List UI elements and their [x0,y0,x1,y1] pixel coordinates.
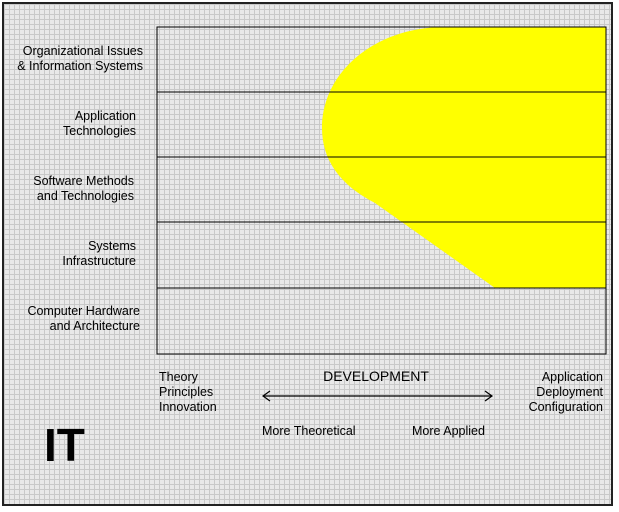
row-label-systems: Systems Infrastructure [62,239,136,268]
theory-end-labels: Theory Principles Innovation [159,370,217,414]
row-label-organizational: Organizational Issues & Information Syst… [17,44,143,73]
it-label: IT [44,419,85,471]
row-label-hardware: Computer Hardware and Architecture [27,304,140,333]
development-axis-title: DEVELOPMENT [323,368,429,384]
row-label-application: Application Technologies [63,109,136,138]
more-applied-label: More Applied [412,424,485,438]
layers-box [156,26,607,355]
more-theoretical-label: More Theoretical [262,424,356,438]
row-label-software: Software Methods and Technologies [33,174,134,203]
application-end-labels: Application Deployment Configuration [528,370,603,414]
double-arrow-icon [261,390,494,402]
